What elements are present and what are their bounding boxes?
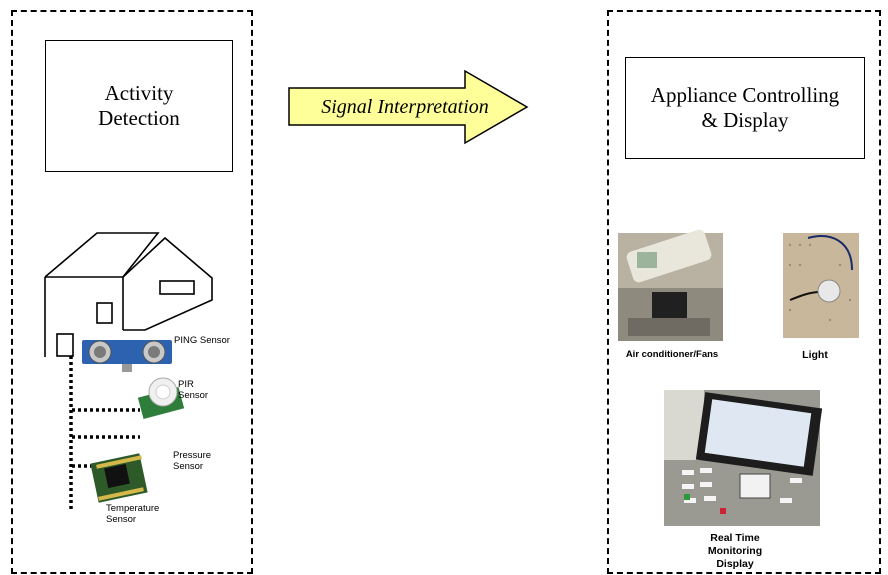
pir-sensor-label-line2: Sensor	[178, 390, 209, 401]
monitor-label-line2: Monitoring	[707, 545, 763, 557]
ping-sensor-label: PING Sensor	[174, 335, 230, 346]
temperature-sensor-label-line1: Temperature	[106, 503, 160, 514]
signal-arrow-shape	[288, 69, 529, 145]
appliance-control-title: Appliance Controlling & Display	[650, 83, 840, 132]
house-icon	[44, 232, 213, 357]
signal-interpretation-label: Signal Interpretation	[321, 96, 489, 118]
light-label: Light	[802, 349, 828, 361]
activity-detection-box: Activity Detection	[45, 40, 233, 172]
monitor-label-line1: Real Time	[710, 532, 760, 544]
pir-sensor-label-line1: PIR	[178, 379, 194, 390]
ping-sensor-icon	[82, 340, 172, 372]
monitor-label-line3: Display	[716, 558, 754, 570]
left-panel-frame	[11, 10, 253, 574]
pir-sensor-icon	[137, 377, 185, 420]
aircon-label: Air conditioner/Fans	[625, 349, 719, 360]
monitoring-display-photo	[664, 390, 823, 526]
temperature-sensor-label-line2: Sensor	[106, 514, 137, 525]
light-photo	[783, 233, 859, 338]
temperature-sensor-icon	[90, 453, 148, 503]
appliance-control-box: Appliance Controlling & Display	[625, 57, 865, 159]
right-panel-frame	[607, 10, 881, 574]
activity-detection-title: Activity Detection	[98, 81, 180, 130]
pressure-sensor-label-line2: Sensor	[173, 461, 204, 472]
air-conditioner-photo	[618, 229, 723, 341]
pressure-sensor-label-line1: Pressure	[173, 450, 212, 461]
